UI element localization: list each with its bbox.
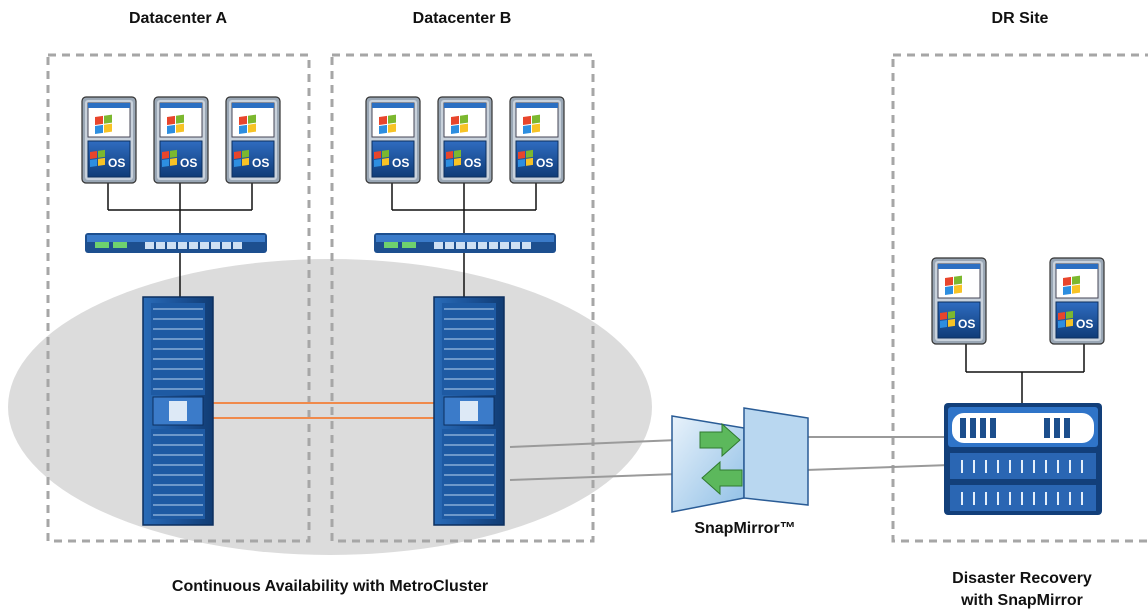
windows-logo-icon — [167, 114, 184, 134]
storage-cabinet-icon — [433, 296, 505, 526]
windows-logo-icon — [90, 149, 105, 167]
disaster-recovery-caption: Disaster Recovery with SnapMirror — [912, 568, 1132, 612]
server-icon: OS — [931, 257, 987, 345]
os-label: OS — [958, 317, 975, 331]
server-icon: OS — [225, 96, 281, 184]
os-label: OS — [108, 156, 125, 170]
os-label: OS — [464, 156, 481, 170]
os-label: OS — [252, 156, 269, 170]
windows-logo-icon — [940, 310, 955, 328]
windows-logo-icon — [234, 149, 249, 167]
windows-logo-icon — [446, 149, 461, 167]
server-icon: OS — [81, 96, 137, 184]
server-icon: OS — [509, 96, 565, 184]
server-icon: OS — [1049, 257, 1105, 345]
network-lines-dr — [965, 342, 1085, 405]
dr-site-box — [891, 53, 1148, 543]
windows-logo-icon — [95, 114, 112, 134]
windows-logo-icon — [162, 149, 177, 167]
snapmirror-label: SnapMirror™ — [694, 520, 796, 537]
server-icon: OS — [437, 96, 493, 184]
windows-logo-icon — [1058, 310, 1073, 328]
os-label: OS — [536, 156, 553, 170]
datacenter-a-box — [46, 53, 311, 543]
network-lines-b — [391, 182, 537, 298]
storage-cabinet-icon — [142, 296, 214, 526]
network-switch-icon — [85, 233, 267, 253]
disaster-recovery-line1: Disaster Recovery — [952, 570, 1092, 587]
server-icon: OS — [365, 96, 421, 184]
server-icon: OS — [153, 96, 209, 184]
network-lines-a — [107, 182, 253, 298]
metrocluster-zone — [8, 259, 652, 555]
metrocluster-caption: Continuous Availability with MetroCluste… — [171, 578, 489, 595]
datacenter-a-label: Datacenter A — [128, 10, 228, 27]
os-label: OS — [180, 156, 197, 170]
windows-logo-icon — [523, 114, 540, 134]
windows-logo-icon — [451, 114, 468, 134]
os-label: OS — [392, 156, 409, 170]
windows-logo-icon — [518, 149, 533, 167]
datacenter-b-box — [330, 53, 595, 543]
datacenter-b-label: Datacenter B — [412, 10, 512, 27]
os-label: OS — [1076, 317, 1093, 331]
windows-logo-icon — [379, 114, 396, 134]
snapmirror-icon — [671, 407, 809, 513]
windows-logo-icon — [374, 149, 389, 167]
dr-site-label: DR Site — [991, 10, 1049, 27]
windows-logo-icon — [945, 275, 962, 295]
windows-logo-icon — [1063, 275, 1080, 295]
windows-logo-icon — [239, 114, 256, 134]
storage-array-icon — [944, 403, 1102, 515]
disaster-recovery-line2: with SnapMirror — [961, 592, 1083, 609]
snapmirror-links — [509, 436, 951, 481]
network-switch-icon — [374, 233, 556, 253]
metrocluster-links — [212, 402, 434, 419]
